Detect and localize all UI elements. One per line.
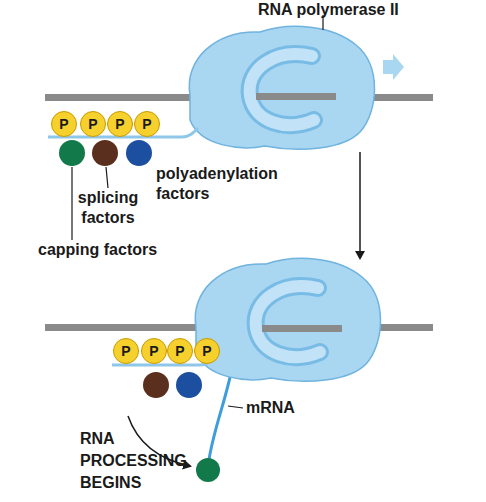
phosphate-circle: P bbox=[194, 338, 220, 364]
factor-label: splicing factors bbox=[68, 188, 148, 228]
direction-arrow bbox=[383, 54, 404, 80]
phosphate-label: P bbox=[121, 344, 130, 358]
step-caption: RNA PROCESSING BEGINS bbox=[80, 428, 192, 494]
phosphate-circle: P bbox=[51, 111, 77, 137]
polyadenylation-factor bbox=[126, 140, 152, 166]
rna-polymerase bbox=[195, 258, 380, 381]
splicing-factor bbox=[92, 140, 118, 166]
leader-line bbox=[106, 167, 108, 188]
phosphate-circle: P bbox=[167, 338, 193, 364]
phosphate-circle: P bbox=[113, 338, 139, 364]
phosphate-label: P bbox=[142, 117, 151, 131]
phosphate-circle: P bbox=[107, 111, 133, 137]
molecule-label: mRNA bbox=[246, 398, 326, 418]
leader-line bbox=[71, 167, 72, 240]
phosphate-label: P bbox=[88, 117, 97, 131]
capping-factor bbox=[59, 140, 85, 166]
phosphate-label: P bbox=[202, 344, 211, 358]
leader-line bbox=[228, 406, 243, 408]
phosphate-circle: P bbox=[134, 111, 160, 137]
phosphate-label: P bbox=[175, 344, 184, 358]
phosphate-circle: P bbox=[80, 111, 106, 137]
capping-factor bbox=[196, 458, 220, 482]
phosphate-label: P bbox=[59, 117, 68, 131]
phosphate-label: P bbox=[115, 117, 124, 131]
polyadenylation-factor bbox=[176, 372, 202, 398]
splicing-factor bbox=[143, 372, 169, 398]
factor-label: capping factors bbox=[38, 240, 208, 260]
component-label: RNA polymerase II bbox=[258, 0, 418, 20]
factor-label: polyadenylation factors bbox=[156, 164, 306, 204]
rna-polymerase bbox=[189, 26, 374, 149]
step-arrow bbox=[359, 152, 361, 258]
phosphate-circle: P bbox=[141, 338, 167, 364]
phosphate-label: P bbox=[149, 344, 158, 358]
